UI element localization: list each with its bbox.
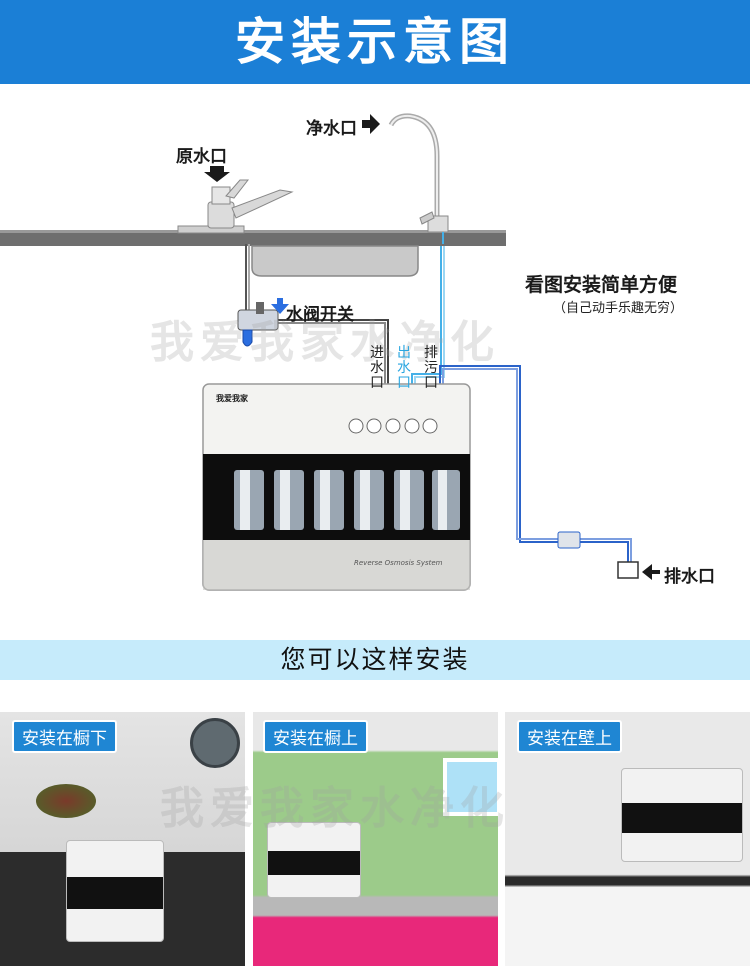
photo-under-cabinet: 安装在橱下 bbox=[0, 712, 245, 966]
raw-water-arrow-icon bbox=[204, 166, 230, 182]
countertop bbox=[0, 232, 506, 246]
clock-icon bbox=[190, 718, 240, 768]
clean-water-faucet bbox=[388, 113, 449, 233]
drain-clamp bbox=[557, 531, 581, 549]
section-title: 您可以这样安装 bbox=[0, 640, 750, 680]
purifier-unit bbox=[202, 383, 471, 591]
watermark: 我爱我家水净化 bbox=[150, 317, 500, 368]
photo-tag-under-cabinet: 安装在橱下 bbox=[12, 720, 117, 753]
drain-arrow-icon bbox=[642, 564, 660, 580]
raw-water-label: 原水口 bbox=[176, 147, 227, 167]
inlet-label: 进水口 bbox=[370, 345, 384, 391]
window-icon bbox=[443, 758, 498, 816]
drain-outlet bbox=[617, 561, 639, 579]
diagram-drawing bbox=[0, 113, 660, 591]
clean-water-arrow-icon bbox=[362, 114, 380, 134]
raw-water-faucet bbox=[177, 179, 294, 234]
page-title: 安装示意图 bbox=[0, 0, 750, 84]
tagline-sub: （自己动手乐趣无穷） bbox=[553, 301, 684, 316]
water-valve bbox=[237, 302, 279, 347]
valve-label: 水阀开关 bbox=[286, 305, 354, 325]
photo-tag-on-cabinet: 安装在橱上 bbox=[263, 720, 368, 753]
drain-label: 排水口 bbox=[664, 567, 715, 587]
unit-brand: 我爱我家 bbox=[216, 394, 248, 403]
purifier-photo-1 bbox=[66, 840, 164, 942]
purifier-photo-3 bbox=[621, 768, 743, 862]
tagline: 看图安装简单方便 bbox=[525, 274, 678, 296]
photo-on-cabinet: 安装在橱上 bbox=[253, 712, 498, 966]
purifier-photo-2 bbox=[267, 822, 361, 898]
control-buttons bbox=[348, 418, 438, 434]
filter-cartridges bbox=[234, 470, 460, 530]
outlet-label: 出水口 bbox=[397, 345, 411, 391]
unit-caption: Reverse Osmosis System bbox=[354, 559, 443, 567]
drain-port-label: 排污口 bbox=[424, 345, 438, 391]
photo-watermark: 我爱我家水净化 bbox=[160, 783, 510, 834]
photo-wall-mounted: 安装在壁上 bbox=[505, 712, 750, 966]
clean-water-label: 净水口 bbox=[306, 119, 357, 139]
installation-diagram: 我爱我家水净化 原水口 净水口 水阀开关 排水口 进水口 出水口 排污口 看图安… bbox=[0, 84, 750, 640]
valve-arrow-icon bbox=[271, 298, 289, 314]
water-pipes bbox=[245, 232, 632, 562]
sink-basin bbox=[251, 245, 419, 277]
photo-tag-wall: 安装在壁上 bbox=[517, 720, 622, 753]
fruit-bowl-icon bbox=[36, 784, 96, 818]
